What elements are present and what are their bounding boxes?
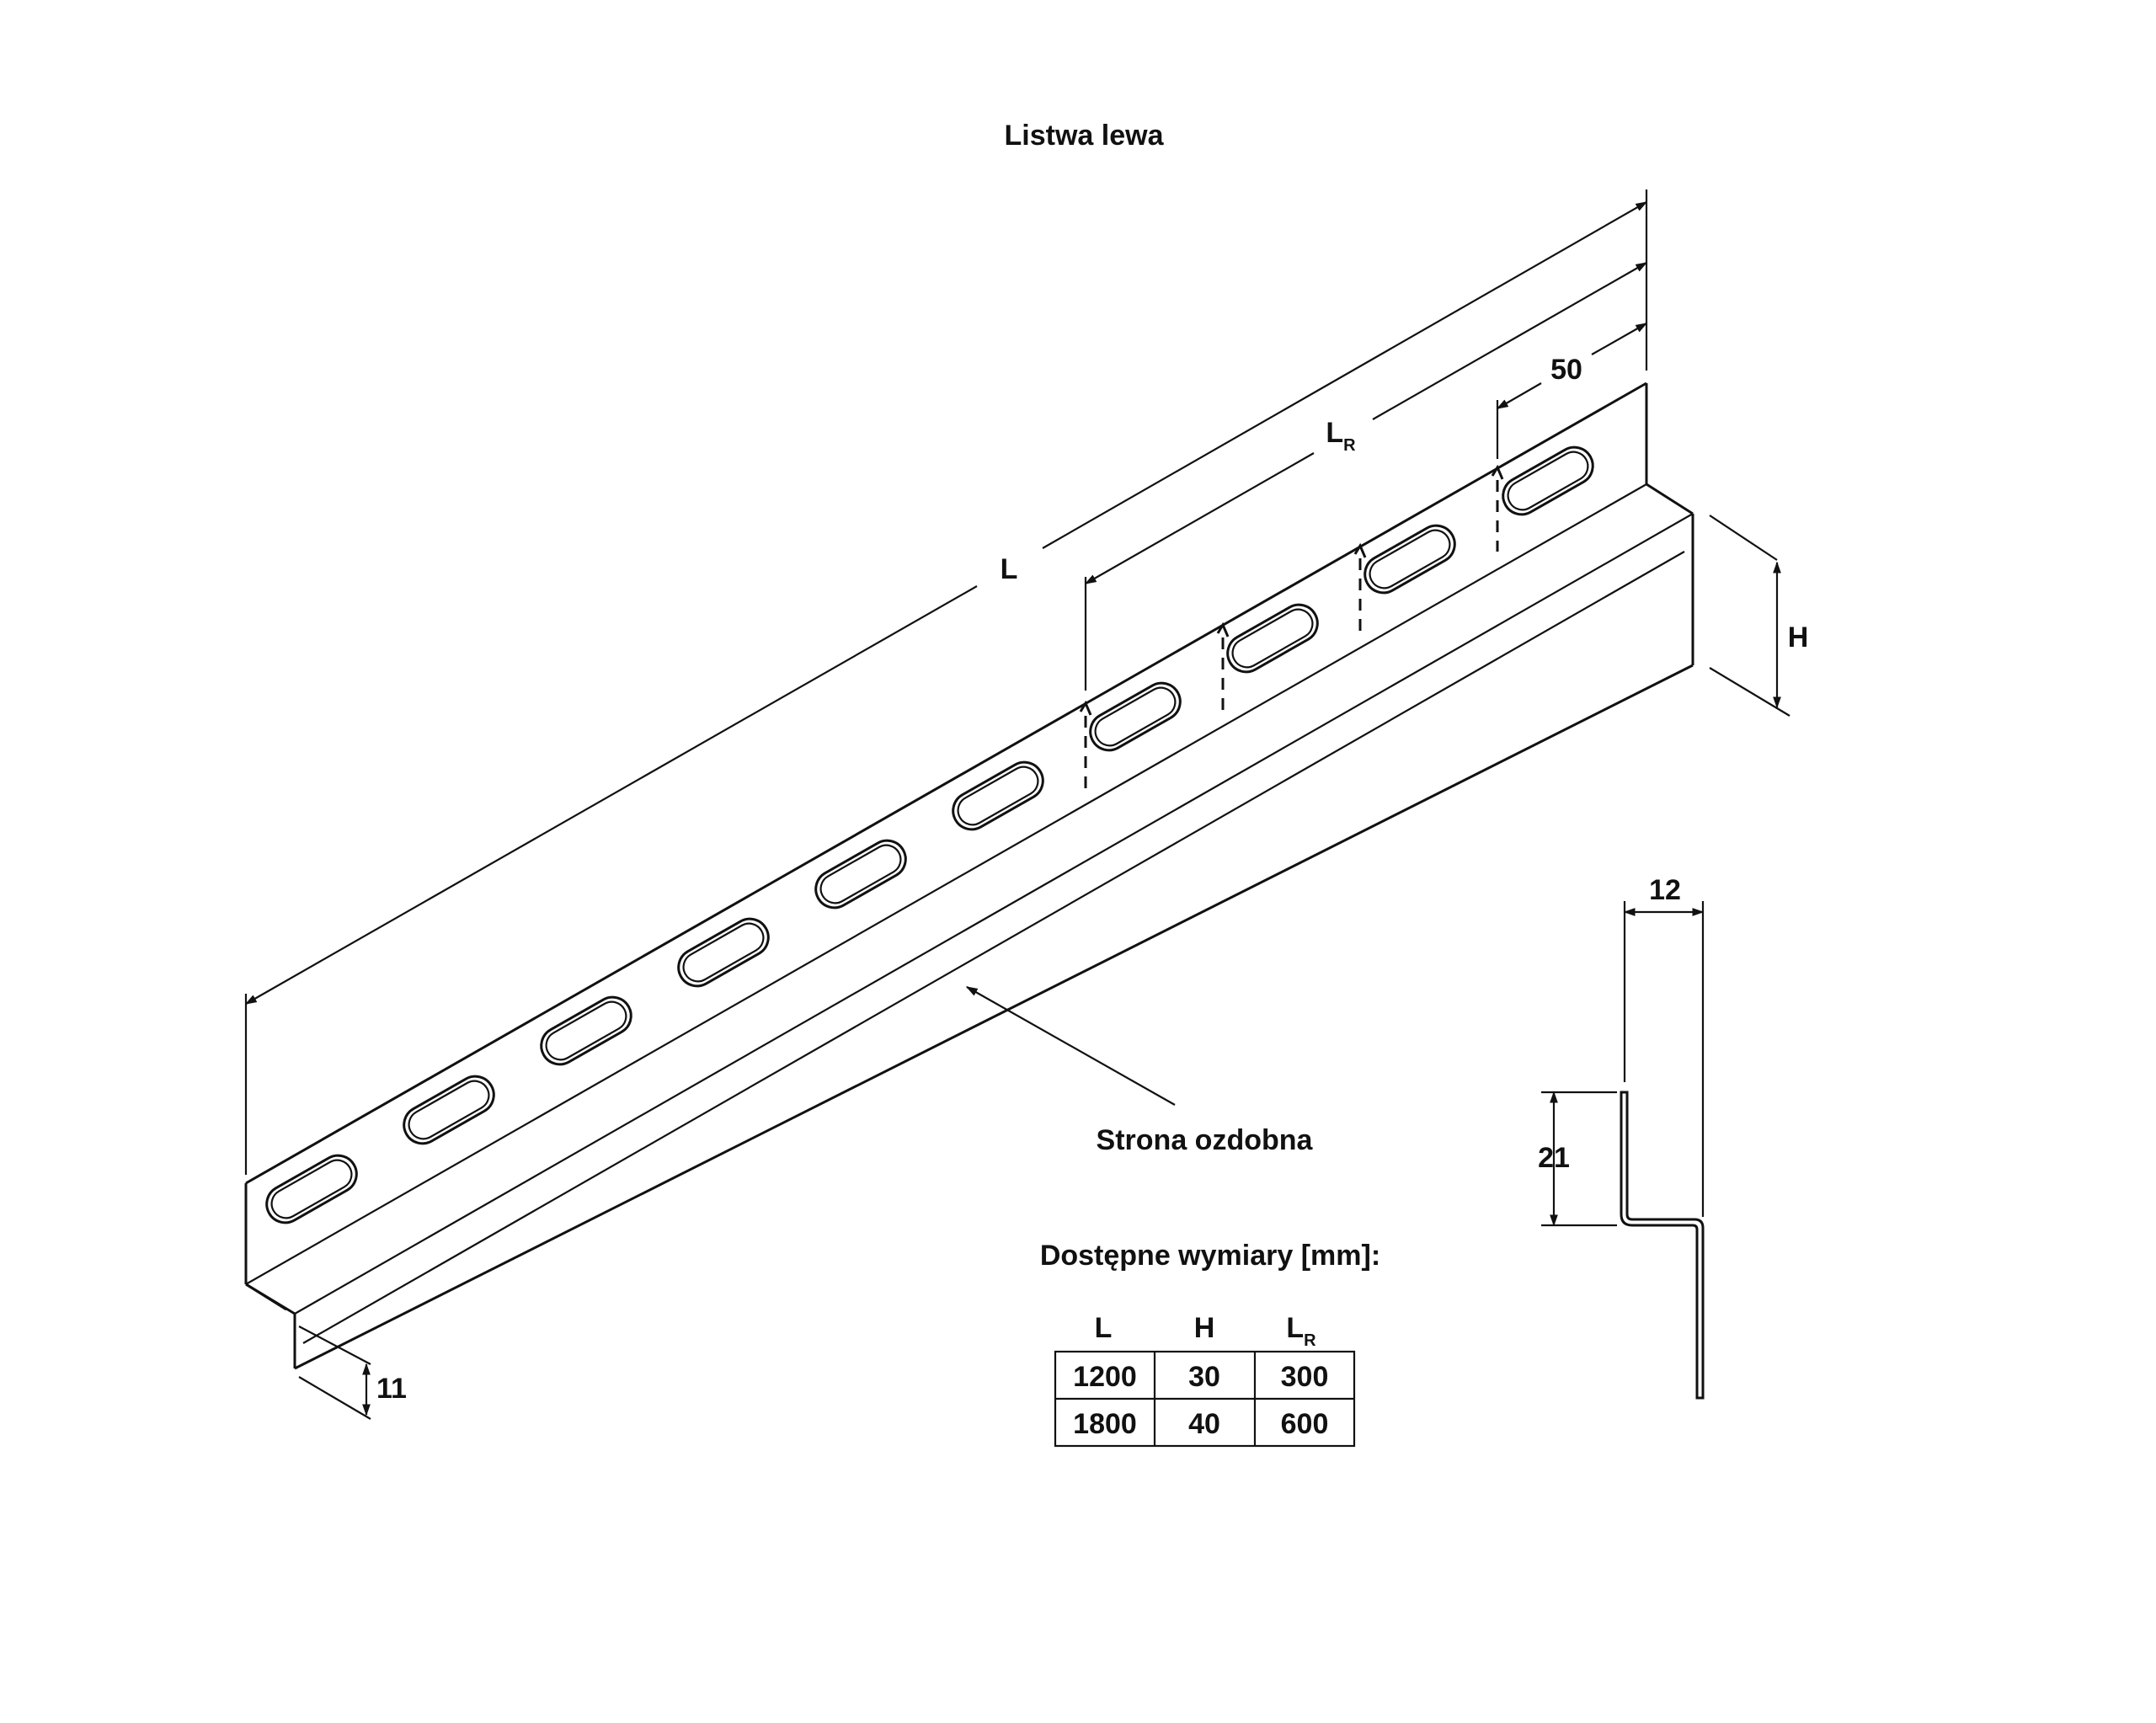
table-header-L: L (1095, 1312, 1113, 1344)
dimension-21-label: 21 (1538, 1142, 1570, 1174)
slot (265, 1154, 358, 1224)
table-cell: 600 (1281, 1408, 1329, 1440)
dimension-H-label: H (1788, 621, 1809, 653)
dimension-11: 11 (298, 1326, 407, 1420)
slot (1089, 681, 1182, 752)
dimension-LR: LR (1084, 262, 1648, 691)
rail-slots (265, 445, 1594, 1224)
slot (1364, 524, 1456, 595)
table-cell: 1800 (1073, 1408, 1137, 1440)
table-cell: 40 (1188, 1408, 1220, 1440)
dimension-50: 50 (1496, 323, 1648, 459)
rail-body (244, 381, 1694, 1370)
decorative-side-leader: Strona ozdobna (965, 986, 1314, 1156)
dimension-LR-label: LR (1326, 417, 1356, 455)
table-header-LR: LR (1286, 1312, 1316, 1350)
dimension-11-label: 11 (376, 1373, 407, 1405)
dimension-L: L (244, 189, 1648, 1175)
slot (952, 760, 1044, 831)
drawing-title: Listwa lewa (1005, 120, 1165, 152)
slot (814, 839, 907, 910)
dimension-12-label: 12 (1649, 874, 1681, 906)
table-cell: 30 (1188, 1361, 1220, 1393)
table-cell: 300 (1281, 1361, 1329, 1393)
score-lines (1079, 464, 1504, 792)
slot (540, 995, 632, 1066)
dimension-50-label: 50 (1550, 354, 1582, 386)
dimension-H: H (1709, 515, 1809, 717)
slot (1502, 445, 1594, 516)
table-header-H: H (1194, 1312, 1215, 1344)
dimension-L-label: L (1001, 553, 1018, 585)
slot (677, 917, 770, 988)
table-caption: Dostępne wymiary [mm]: (1040, 1240, 1380, 1272)
cross-section-profile: 12 21 (1538, 874, 1705, 1400)
slot (403, 1075, 495, 1145)
slot (1226, 603, 1319, 674)
table-cell: 1200 (1073, 1361, 1137, 1393)
decorative-side-label: Strona ozdobna (1097, 1124, 1314, 1156)
dimensions-table: Dostępne wymiary [mm]: L H LR 1200 30 30… (1040, 1240, 1380, 1448)
